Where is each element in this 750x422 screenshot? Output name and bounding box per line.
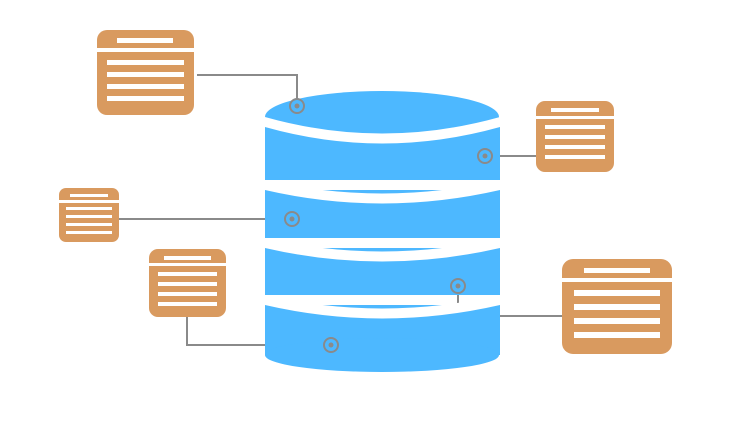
connector-node-icon (289, 98, 305, 114)
document-icon (97, 30, 194, 115)
connector-node-icon (450, 278, 466, 294)
database-band-3 (265, 295, 500, 319)
connector-line-top-left (197, 74, 298, 106)
database-icon (265, 91, 500, 372)
database-band-1 (265, 180, 500, 204)
connector-node-icon (477, 148, 493, 164)
database-band-2 (265, 238, 500, 262)
connector-node-icon (323, 337, 339, 353)
document-icon (59, 188, 119, 242)
database-base-ellipse (265, 338, 499, 372)
document-icon (536, 101, 614, 172)
document-icon (562, 259, 672, 354)
connector-node-icon (284, 211, 300, 227)
connector-nodes (284, 98, 493, 353)
database-top-rim (265, 117, 500, 144)
document-icon (149, 249, 226, 317)
